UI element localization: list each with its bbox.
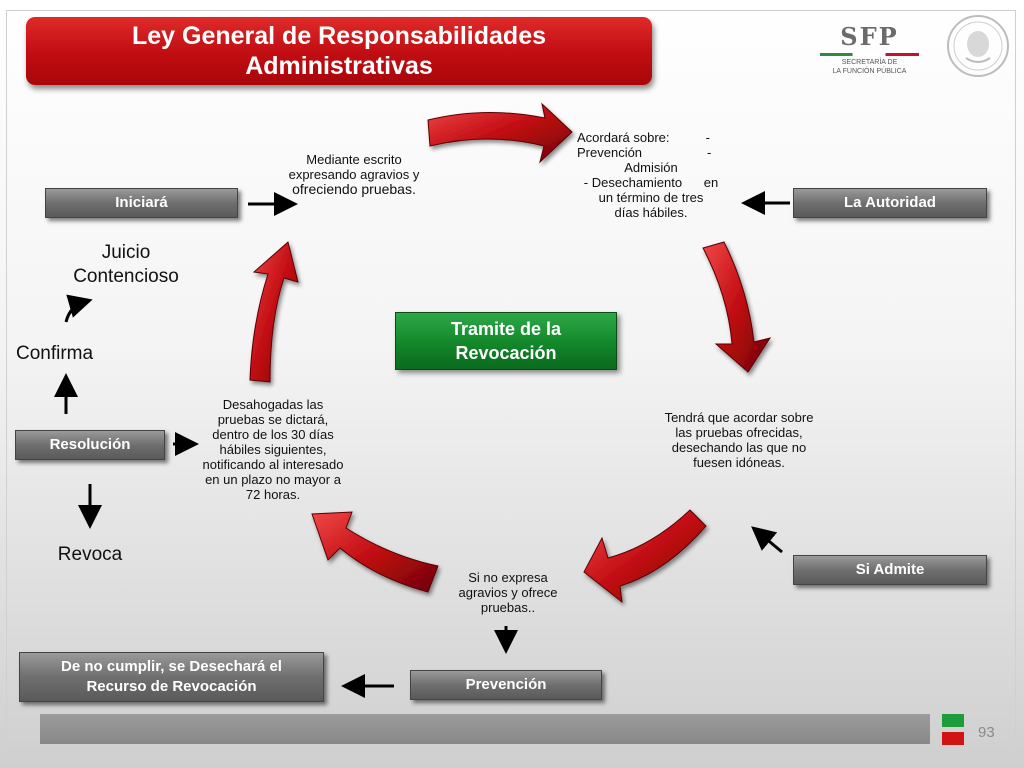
- acordara-text: Acordará sobre: - Prevención - Admisión …: [577, 130, 725, 220]
- flag-red-block: [942, 732, 964, 745]
- si-no-expresa-text: Si no expresa agravios y ofrece pruebas.…: [458, 570, 558, 615]
- cycle-arrow-bottom-right: [583, 509, 707, 604]
- desechara-box: De no cumplir, se Desechará el Recurso d…: [19, 652, 324, 702]
- cycle-arrow-top: [427, 102, 573, 164]
- mediante-escrito-text: Mediante escrito expresando agravios y o…: [280, 152, 428, 197]
- si-admite-box: Si Admite: [793, 555, 987, 585]
- footer-bar: [40, 714, 930, 744]
- cycle-arrow-right: [702, 241, 772, 373]
- tendra-acordar-text: Tendrá que acordar sobre las pruebas ofr…: [664, 410, 814, 470]
- revoca-text: Revoca: [57, 544, 123, 565]
- tramite-revocacion-label: Tramite de la Revocación: [450, 319, 562, 363]
- page-title: Ley General de Responsabilidades Adminis…: [26, 17, 652, 85]
- iniciara-box: Iniciará: [45, 188, 238, 218]
- mediante-escrito-line: Mediante escrito expresando agravios y: [288, 152, 420, 182]
- cycle-arrow-left: [249, 241, 299, 383]
- sfp-logo: SFP SECRETARÍA DE LA FUNCIÓN PÚBLICA: [812, 22, 927, 77]
- flag-green-block: [942, 714, 964, 727]
- acordara-line-5: un término de tres: [598, 190, 704, 205]
- acordara-line-2: Prevención -: [577, 145, 712, 160]
- national-seal-icon: [947, 15, 1009, 77]
- arrow-si-admite-to-text: [751, 526, 783, 554]
- prevencion-box: Prevención: [410, 670, 602, 700]
- ofreciendo-pruebas-line: ofreciendo pruebas.: [292, 181, 416, 197]
- sfp-logo-line2: LA FUNCIÓN PÚBLICA: [832, 68, 907, 75]
- resolucion-box: Resolución: [15, 430, 165, 460]
- page-number: 93: [978, 724, 995, 741]
- sfp-logo-acronym: SFP: [840, 22, 899, 51]
- acordara-line-4: - Desechamiento en: [583, 175, 719, 190]
- page-title-text: Ley General de Responsabilidades Adminis…: [131, 22, 547, 80]
- sfp-logo-tricolor-line: [820, 53, 919, 56]
- la-autoridad-box: La Autoridad: [793, 188, 987, 218]
- acordara-line-6: días hábiles.: [614, 205, 688, 220]
- slide-frame: [6, 10, 1016, 758]
- cycle-arrow-bottom-left: [311, 511, 439, 593]
- juicio-contencioso-text: Juicio Contencioso: [73, 242, 179, 287]
- desahogadas-text: Desahogadas las pruebas se dictará, dent…: [202, 397, 344, 502]
- acordara-line-1: Acordará sobre: -: [577, 130, 710, 145]
- arrow-confirma-to-juicio: [64, 294, 93, 323]
- tramite-revocacion-box: Tramite de la Revocación: [395, 312, 617, 370]
- confirma-text: Confirma: [16, 343, 94, 364]
- acordara-line-3: Admisión: [624, 160, 678, 175]
- sfp-logo-line1: SECRETARÍA DE: [841, 59, 898, 66]
